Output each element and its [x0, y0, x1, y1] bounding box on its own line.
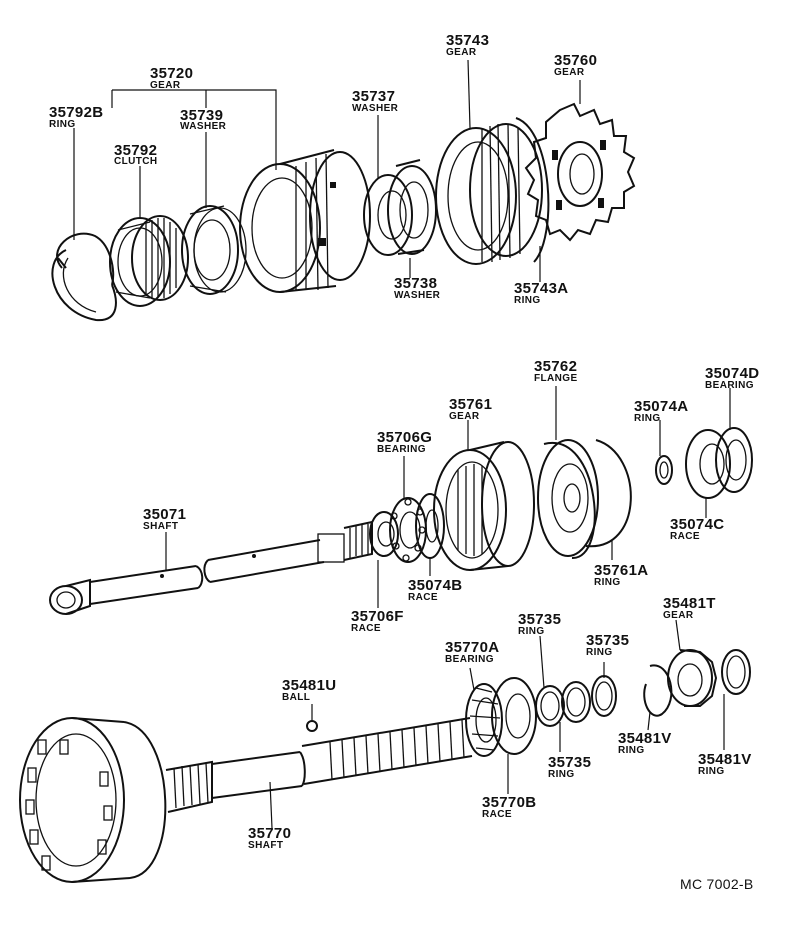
part-name-35743: GEAR — [446, 47, 477, 58]
leader-lines-middle — [165, 386, 731, 608]
part-number-35739: 35739 — [180, 107, 224, 124]
input-shaft-35071 — [49, 520, 373, 615]
bearing-35706G — [389, 497, 427, 563]
part-number-35735-right: 35735 — [586, 632, 630, 649]
part-number-35738: 35738 — [394, 275, 438, 292]
part-name-35735-bottom: RING — [548, 769, 575, 780]
gear-35761 — [433, 441, 535, 571]
part-number-35770: 35770 — [248, 825, 292, 842]
part-number-35071: 35071 — [143, 506, 187, 523]
part-number-35761A: 35761A — [594, 562, 649, 579]
part-name-35735-top: RING — [518, 626, 545, 637]
part-number-35743A: 35743A — [514, 280, 569, 297]
part-number-35074C: 35074C — [670, 516, 725, 533]
part-name-35743A: RING — [514, 295, 541, 306]
part-name-35720: GEAR — [150, 80, 181, 91]
leader-lines-bottom — [269, 619, 725, 829]
part-number-35735-bottom: 35735 — [548, 754, 592, 771]
part-name-35074D: BEARING — [705, 380, 754, 391]
part-number-35481V-left: 35481V — [618, 730, 672, 747]
part-number-35792: 35792 — [114, 142, 158, 159]
part-number-35481U: 35481U — [282, 677, 337, 694]
part-name-35760: GEAR — [554, 67, 585, 78]
part-name-35481U: BALL — [282, 692, 311, 703]
part-number-35720: 35720 — [150, 65, 194, 82]
snap-ring-35481V-left — [643, 664, 673, 717]
washer-35739 — [181, 205, 247, 295]
snap-ring-35481V-right — [721, 649, 751, 695]
part-name-35074B: RACE — [408, 592, 438, 603]
part-number-35770A: 35770A — [445, 639, 500, 656]
bearing-35770A — [465, 683, 503, 757]
part-name-35792: CLUTCH — [114, 156, 158, 167]
part-name-35738: WASHER — [394, 290, 441, 301]
part-number-35792B: 35792B — [49, 104, 104, 121]
race-35074C — [685, 429, 731, 499]
flange-35762 — [537, 439, 599, 560]
ball-35481U — [306, 720, 318, 732]
part-name-35481V-left: RING — [618, 745, 645, 756]
part-name-35770B: RACE — [482, 809, 512, 820]
ring-35074A — [655, 455, 673, 485]
part-number-35706G: 35706G — [377, 429, 433, 446]
part-name-35706G: BEARING — [377, 444, 426, 455]
part-name-35762: FLANGE — [534, 373, 578, 384]
part-name-35074C: RACE — [670, 531, 700, 542]
rings-35735 — [535, 675, 617, 727]
part-name-35792B: RING — [49, 119, 76, 130]
part-name-35770: SHAFT — [248, 840, 284, 851]
snap-ring-35792B — [51, 232, 117, 322]
output-shaft-35770 — [19, 717, 473, 883]
washer-35737 — [363, 174, 413, 256]
gear-35481T — [667, 649, 718, 707]
part-number-35735-top: 35735 — [518, 611, 562, 628]
part-name-35481V-right: RING — [698, 766, 725, 777]
part-name-35739: WASHER — [180, 121, 227, 132]
figure-code: MC 7002-B — [680, 876, 754, 892]
part-name-35761: GEAR — [449, 411, 480, 422]
part-number-35761: 35761 — [449, 396, 493, 413]
part-name-35737: WASHER — [352, 103, 399, 114]
part-number-35760: 35760 — [554, 52, 598, 69]
part-number-35074D: 35074D — [705, 365, 760, 382]
part-name-35735-right: RING — [586, 647, 613, 658]
part-name-35761A: RING — [594, 577, 621, 588]
part-name-35481T: GEAR — [663, 610, 694, 621]
part-name-35071: SHAFT — [143, 521, 179, 532]
part-name-35706F: RACE — [351, 623, 381, 634]
one-way-clutch-35792 — [109, 215, 189, 307]
snap-ring-35743A — [515, 117, 550, 263]
gear-drum-35720 — [239, 149, 371, 293]
sun-gear-35760 — [524, 102, 636, 242]
part-number-35770B: 35770B — [482, 794, 537, 811]
part-number-35481V-right: 35481V — [698, 751, 752, 768]
snap-ring-35761A — [585, 439, 632, 548]
part-name-35770A: BEARING — [445, 654, 494, 665]
part-number-35706F: 35706F — [351, 608, 404, 625]
part-name-35074A: RING — [634, 413, 661, 424]
part-number-35762: 35762 — [534, 358, 578, 375]
race-35706F — [369, 511, 399, 557]
part-number-35074A: 35074A — [634, 398, 689, 415]
leader-lines-top — [73, 59, 581, 282]
race-35770B — [491, 677, 537, 755]
part-number-35743: 35743 — [446, 32, 490, 49]
bearing-35074D — [715, 427, 753, 493]
part-number-35074B: 35074B — [408, 577, 463, 594]
part-number-35737: 35737 — [352, 88, 396, 105]
part-number-35481T: 35481T — [663, 595, 716, 612]
ring-gear-35743 — [435, 123, 543, 265]
